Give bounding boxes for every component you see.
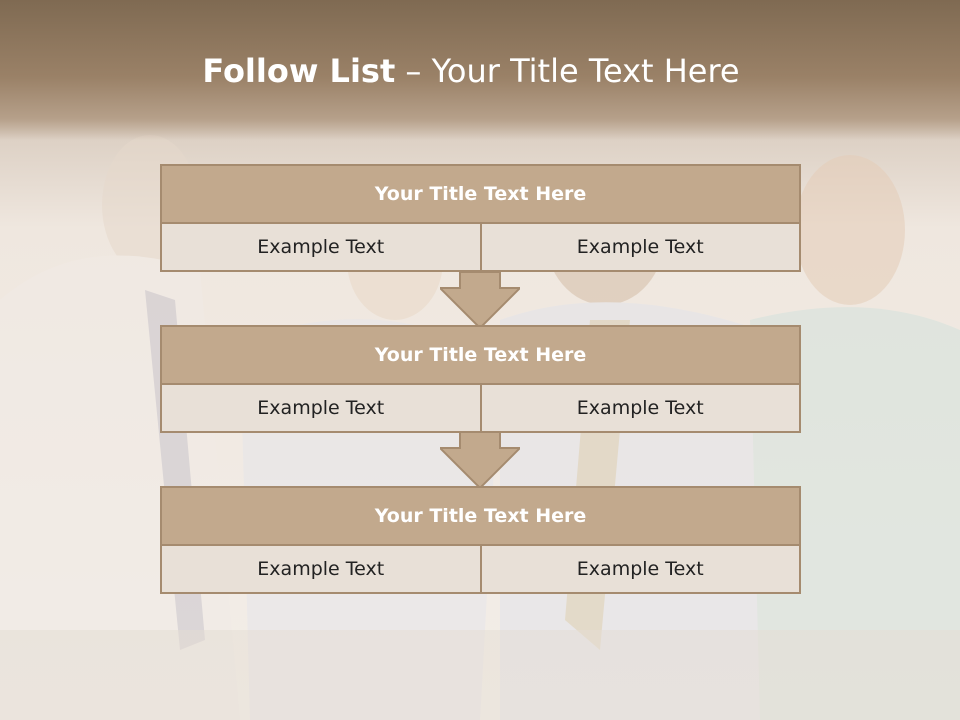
step-title: Your Title Text Here	[162, 488, 799, 546]
step-title: Your Title Text Here	[162, 166, 799, 224]
slide-title-bold: Follow List	[202, 52, 396, 90]
step-left-text: Example Text	[162, 385, 480, 431]
down-arrow-icon	[440, 431, 520, 490]
step-title: Your Title Text Here	[162, 327, 799, 385]
step-box-3: Your Title Text Here Example Text Exampl…	[160, 486, 801, 594]
step-right-text: Example Text	[479, 385, 799, 431]
down-arrow-icon	[440, 271, 520, 330]
step-row: Example Text Example Text	[162, 546, 799, 592]
step-row: Example Text Example Text	[162, 385, 799, 431]
step-right-text: Example Text	[479, 546, 799, 592]
step-left-text: Example Text	[162, 224, 480, 270]
slide-title: Follow List – Your Title Text Here	[0, 52, 942, 90]
slide-title-rest: – Your Title Text Here	[395, 52, 740, 90]
header-band	[0, 0, 960, 140]
step-box-2: Your Title Text Here Example Text Exampl…	[160, 325, 801, 433]
step-box-1: Your Title Text Here Example Text Exampl…	[160, 164, 801, 272]
step-row: Example Text Example Text	[162, 224, 799, 270]
step-right-text: Example Text	[479, 224, 799, 270]
step-left-text: Example Text	[162, 546, 480, 592]
